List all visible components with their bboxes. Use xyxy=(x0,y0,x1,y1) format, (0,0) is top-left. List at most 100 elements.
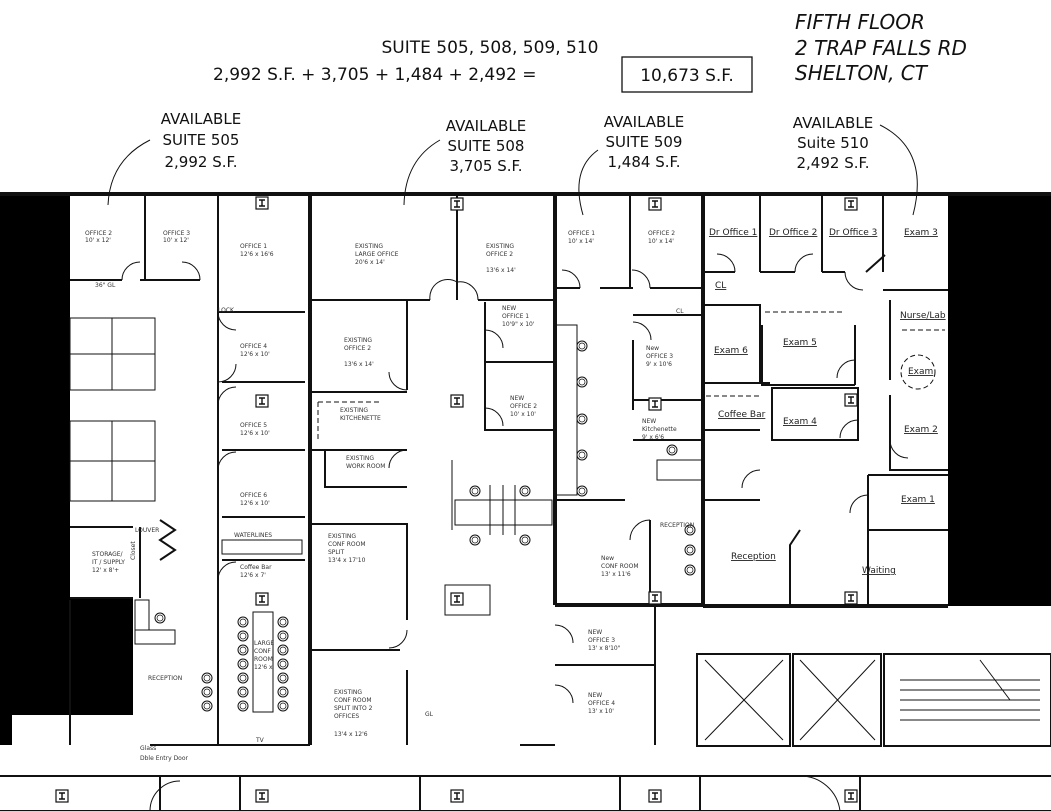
room-label: OFFICE 3 xyxy=(588,637,615,644)
room-label: Exam 1 xyxy=(901,495,935,505)
room-label: Dr Office 3 xyxy=(829,228,877,238)
workstation-cluster xyxy=(69,317,156,502)
room-label: ROOM xyxy=(254,656,273,663)
room-label: IT / SUPPLY xyxy=(92,559,125,566)
callout-510: AVAILABLE Suite 510 2,492 S.F. xyxy=(793,114,918,216)
room-label: 13'6 x 14' xyxy=(344,361,374,368)
room-label: New xyxy=(601,555,614,562)
room-label: OFFICE 2 xyxy=(510,403,537,410)
room-label: 13'4 x 12'6 xyxy=(334,731,368,738)
room-label: AVAILABLE xyxy=(604,113,684,131)
room-label: Reception xyxy=(731,552,776,562)
column-icon xyxy=(844,393,858,407)
room-label: EXISTING xyxy=(486,243,514,250)
address-line: 2 TRAP FALLS RD xyxy=(795,36,967,60)
room-label: 10'9" x 10' xyxy=(502,321,535,328)
address-line: FIFTH FLOOR xyxy=(795,10,925,34)
room-label: OFFICE 2 xyxy=(648,230,675,237)
room-label: OFFICE 4 xyxy=(588,700,615,707)
callout-509: AVAILABLE SUITE 509 1,484 S.F. xyxy=(578,113,684,216)
suite-510: Dr Office 1 Dr Office 2 Dr Office 3 Exam… xyxy=(703,196,948,606)
sum-line: 2,992 S.F. + 3,705 + 1,484 + 2,492 = xyxy=(213,65,537,85)
room-label: NEW xyxy=(502,305,516,312)
room-label: Exam 6 xyxy=(714,346,748,356)
column-icon xyxy=(450,789,464,803)
room-label: Dr Office 2 xyxy=(769,228,817,238)
room-label: Suite 510 xyxy=(797,134,869,152)
room-label: OFFICE 1 xyxy=(568,230,595,237)
room-label: TV xyxy=(255,737,265,744)
room-label: OFFICE 2 xyxy=(85,230,112,237)
room-label: EXISTING xyxy=(328,533,356,540)
room-label: 13' x 10' xyxy=(588,708,614,715)
room-label: 12'6 x 10' xyxy=(240,500,270,507)
room-label: Coffee Bar xyxy=(240,564,272,571)
room-label: OFFICE 5 xyxy=(240,422,267,429)
room-label: 12'6 x 7' xyxy=(240,572,266,579)
room-label: EXISTING xyxy=(355,243,383,250)
coffee-bar-counter xyxy=(221,539,303,555)
building-core xyxy=(0,653,1051,811)
column-icon xyxy=(844,197,858,211)
total-area: 10,673 S.F. xyxy=(640,66,734,86)
room-label: LARGE OFFICE xyxy=(355,251,399,258)
room-label: OFFICE 1 xyxy=(502,313,529,320)
room-label: 10' x 14' xyxy=(568,238,594,245)
reception-desk xyxy=(134,599,150,631)
callout-505: AVAILABLE SUITE 505 2,992 S.F. xyxy=(107,110,241,206)
column-icon xyxy=(450,592,464,606)
room-label: Closet xyxy=(130,541,137,560)
conference-table xyxy=(252,611,274,713)
room-label: LOUVER xyxy=(135,527,159,534)
room-label: CONF ROOM xyxy=(328,541,366,548)
address-line: SHELTON, CT xyxy=(795,61,929,85)
room-label: OFFICE 3 xyxy=(646,353,673,360)
room-label: 10' x 10' xyxy=(510,411,536,418)
room-label: OFFICE 2 xyxy=(486,251,513,258)
room-label: Exam 4 xyxy=(783,417,817,427)
room-label: 10' x 12' xyxy=(85,237,111,244)
column-icon xyxy=(648,197,662,211)
room-label: OFFICE 2 xyxy=(344,345,371,352)
room-label: Glass xyxy=(140,745,156,752)
column-icon xyxy=(255,592,269,606)
room-label: WATERLINES xyxy=(234,532,272,539)
room-label: 9' x 6'6 xyxy=(642,434,664,441)
column-icon xyxy=(450,394,464,408)
room-label: OFFICES xyxy=(334,713,359,720)
room-label: EXISTING xyxy=(340,407,368,414)
room-label: Waiting xyxy=(862,566,896,576)
room-label: CONF xyxy=(254,648,271,655)
room-label: NEW xyxy=(588,629,602,636)
room-label: 9' x 10'6 xyxy=(646,361,672,368)
conference-chairs xyxy=(201,616,289,712)
room-label: LOCK xyxy=(218,307,235,314)
bench xyxy=(554,324,578,496)
column-icon xyxy=(844,789,858,803)
room-label: Coffee Bar xyxy=(718,410,766,420)
room-label: 12' x 8'+ xyxy=(92,567,119,574)
room-label: NEW xyxy=(510,395,524,402)
room-label: NEW xyxy=(642,418,656,425)
room-label: New xyxy=(646,345,659,352)
room-label: Exam 2 xyxy=(904,425,938,435)
room-label: 13'6 x 14' xyxy=(486,267,516,274)
room-label: WORK ROOM xyxy=(346,463,385,470)
column-icon xyxy=(255,394,269,408)
room-label: 3,705 S.F. xyxy=(450,157,523,175)
closet-bifold xyxy=(158,519,177,561)
room-label: RECEPTION xyxy=(148,675,182,682)
room-label: OFFICE 4 xyxy=(240,343,267,350)
column-icon xyxy=(844,591,858,605)
room-label: 1,484 S.F. xyxy=(608,153,681,171)
room-label: Dr Office 1 xyxy=(709,228,757,238)
room-label: OFFICE 3 xyxy=(163,230,190,237)
column-icon xyxy=(255,196,269,210)
suite-509: OFFICE 110' x 14' OFFICE 210' x 14' CL N… xyxy=(554,196,704,745)
room-label: SUITE 508 xyxy=(448,137,525,155)
column-icon xyxy=(648,789,662,803)
room-label: GL xyxy=(425,711,434,718)
room-label: NEW xyxy=(588,692,602,699)
